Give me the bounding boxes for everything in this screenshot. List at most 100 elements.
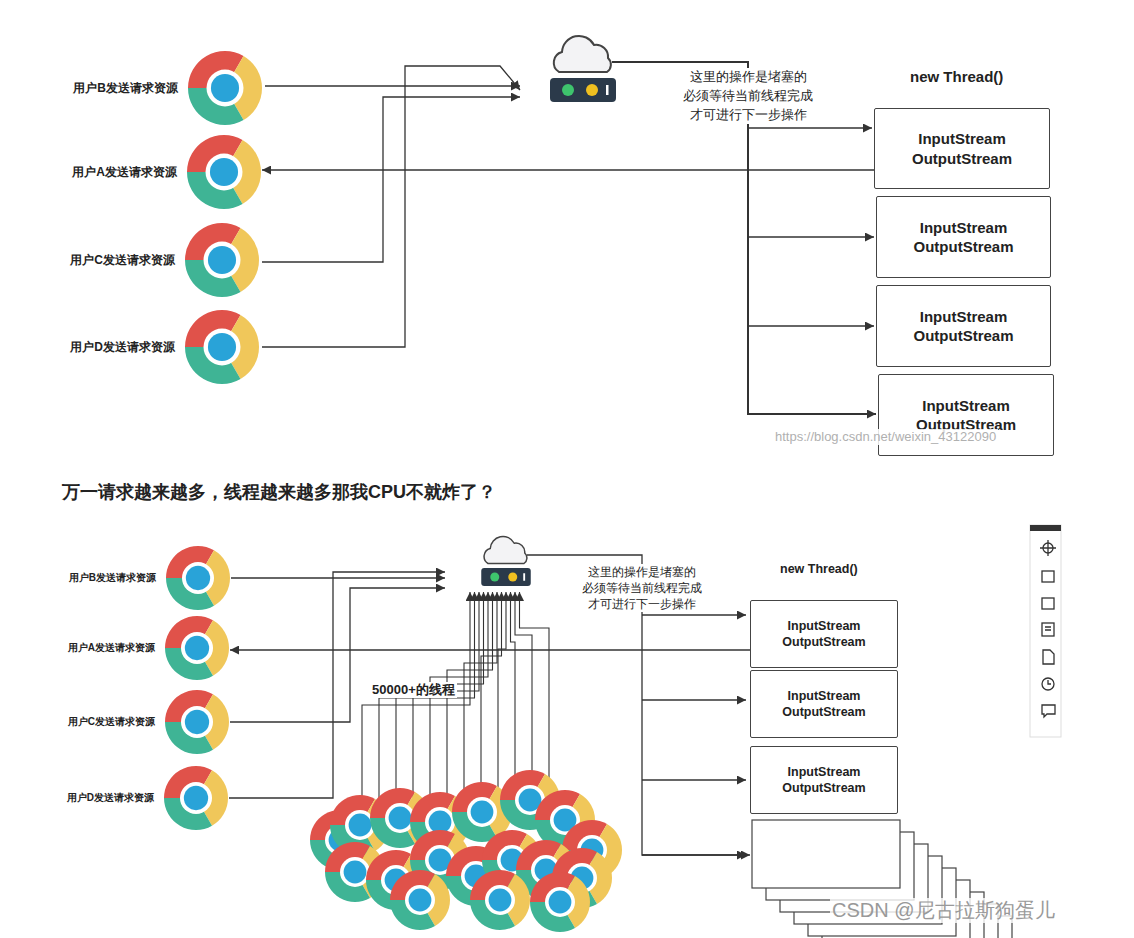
browser-icon [166, 546, 230, 610]
icon-ring [545, 887, 575, 917]
toolbar [1030, 525, 1061, 737]
toolbar [1042, 598, 1054, 609]
connector [262, 169, 874, 170]
icon-center [389, 807, 412, 830]
toolbar [1042, 678, 1054, 690]
user-label: 用户A发送请求资源 [72, 164, 177, 181]
user-label: 用户B发送请求资源 [69, 571, 156, 585]
wire [748, 325, 874, 326]
browser-icon [165, 545, 231, 611]
wire [396, 592, 479, 805]
icon-ring [180, 782, 212, 814]
icon-ring [182, 562, 214, 594]
icon-ring [206, 154, 243, 191]
icon-center [208, 246, 236, 274]
wire [262, 66, 520, 347]
user-browser: 用户D发送请求资源 [70, 309, 260, 385]
user-browser: 用户D发送请求资源 [67, 765, 229, 831]
browser-icon [470, 870, 530, 930]
icon-ring [204, 329, 241, 366]
callout-note: 这里的操作是堵塞的 必须等待当前线程完成 才可进行下一步操作 [578, 564, 706, 612]
toolbar [1043, 650, 1054, 664]
browser-icon [188, 51, 262, 125]
user-browser: 用户A发送请求资源 [72, 134, 262, 210]
stream-label: InputStream OutputStream [901, 218, 1026, 257]
browser-icon [165, 616, 229, 680]
user-browser: 用户B发送请求资源 [73, 50, 263, 126]
server-icon [481, 536, 531, 586]
wire [748, 236, 874, 237]
section-label: new Thread() [778, 562, 860, 578]
browser-icon [187, 50, 263, 126]
icon-center [549, 891, 572, 914]
thread-box: InputStream OutputStream [750, 600, 898, 668]
heading: 万一请求越来越多，线程越来越多那我CPU不就炸了？ [60, 481, 498, 504]
user-browser: 用户A发送请求资源 [68, 615, 230, 681]
icon-center [349, 814, 372, 837]
icon-ring [181, 632, 213, 664]
wire [527, 555, 746, 855]
browser-icon [530, 872, 590, 932]
stream-label: InputStream OutputStream [900, 129, 1025, 168]
icon-center [185, 636, 209, 660]
wire [265, 85, 520, 86]
wire [379, 592, 475, 805]
toolbar [1042, 571, 1054, 582]
browser-icon [164, 766, 228, 830]
user-label: 用户C发送请求资源 [70, 252, 175, 269]
stream-label: InputStream OutputStream [901, 307, 1026, 346]
callout-note: 这里的操作是堵塞的 必须等待当前线程完成 才可进行下一步操作 [678, 68, 818, 124]
thread-box: InputStream OutputStream [876, 285, 1051, 367]
wire [612, 62, 876, 414]
stream-label: InputStream OutputStream [772, 618, 876, 651]
icon-ring [207, 70, 244, 107]
wire [642, 699, 746, 700]
toolbar [1048, 680, 1051, 684]
browser-icon [390, 870, 450, 930]
icon-center [185, 710, 209, 734]
thread-box: InputStream OutputStream [876, 196, 1051, 278]
wire [262, 97, 520, 262]
browser-icon [164, 615, 230, 681]
wire [362, 592, 549, 805]
browser-icon [184, 309, 260, 385]
watermark: CSDN @尼古拉斯狗蛋儿 [830, 898, 1057, 923]
icon-center [429, 811, 452, 834]
watermark: https://blog.csdn.net/weixin_43122090 [773, 429, 998, 445]
browser-icon [164, 689, 230, 755]
browser-icon [165, 690, 229, 754]
icon-center [489, 889, 512, 912]
thread-box: InputStream OutputStream [750, 746, 898, 814]
wire [642, 614, 746, 615]
wire [642, 854, 750, 855]
count-label: 50000+的线程 [370, 682, 457, 698]
icon-center [211, 74, 239, 102]
icon-ring [204, 242, 241, 279]
wire [511, 592, 516, 805]
user-label: 用户D发送请求资源 [67, 791, 154, 805]
user-label: 用户A发送请求资源 [68, 641, 155, 655]
icon-center [208, 333, 236, 361]
icon-ring [467, 797, 497, 827]
thread-box-outline [752, 820, 900, 888]
icon-ring [485, 885, 515, 915]
browser-icon [186, 134, 262, 210]
connector [230, 649, 750, 650]
browser-cluster [310, 770, 622, 932]
stream-label: InputStream OutputStream [772, 764, 876, 797]
icon-center [186, 566, 210, 590]
toolbar [1030, 525, 1061, 531]
toolbar [1042, 705, 1055, 717]
icon-center [210, 158, 238, 186]
toolbar [1030, 525, 1061, 737]
user-label: 用户B发送请求资源 [73, 80, 178, 97]
user-browser: 用户C发送请求资源 [68, 689, 230, 755]
toolbar [1042, 623, 1054, 636]
server-icon [481, 36, 616, 586]
icon-ring [340, 857, 370, 887]
user-browser: 用户B发送请求资源 [69, 545, 231, 611]
thread-box: InputStream OutputStream [874, 108, 1050, 189]
thread-box: InputStream OutputStream [750, 670, 898, 738]
